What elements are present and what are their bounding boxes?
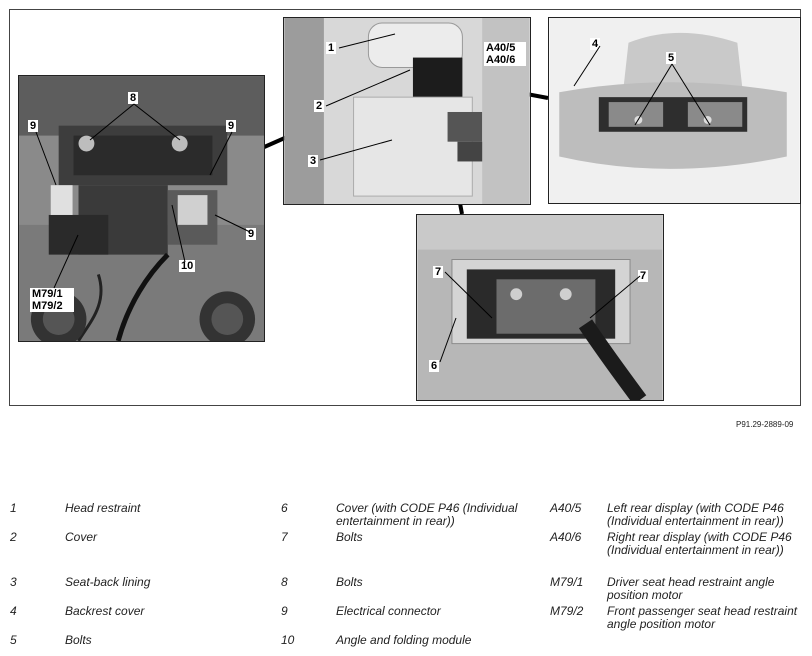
legend-desc: Cover bbox=[65, 530, 98, 544]
photo-backrest-cover bbox=[548, 17, 801, 204]
callout-6: 6 bbox=[429, 360, 440, 372]
callout-9c: 9 bbox=[246, 228, 257, 240]
callout-7a: 7 bbox=[433, 266, 444, 278]
photo-display-cover bbox=[416, 214, 664, 401]
callout-8: 8 bbox=[128, 92, 139, 104]
legend-num: 9 bbox=[281, 604, 288, 618]
legend-num: 4 bbox=[10, 604, 17, 618]
callout-3: 3 bbox=[308, 155, 319, 167]
legend-num: 10 bbox=[281, 633, 295, 647]
legend-desc: Backrest cover bbox=[65, 604, 145, 618]
legend-num: M79/2 bbox=[550, 604, 584, 618]
callout-9a: 9 bbox=[28, 120, 39, 132]
legend-num: 3 bbox=[10, 575, 17, 589]
legend-desc: Bolts bbox=[65, 633, 92, 647]
legend-num: 5 bbox=[10, 633, 17, 647]
legend-desc: Left rear display (with CODE P46 (Indivi… bbox=[607, 501, 784, 528]
callout-5: 5 bbox=[666, 52, 677, 64]
legend-desc: Angle and folding module bbox=[336, 633, 472, 647]
callout-4: 4 bbox=[590, 38, 601, 50]
legend-num: 7 bbox=[281, 530, 288, 544]
legend-desc: Driver seat head restraint angle positio… bbox=[607, 575, 775, 602]
callout-a40: A40/5 A40/6 bbox=[484, 42, 526, 66]
legend-desc: Head restraint bbox=[65, 501, 141, 515]
callout-10: 10 bbox=[179, 260, 196, 272]
legend-desc: Seat-back lining bbox=[65, 575, 151, 589]
callout-2: 2 bbox=[314, 100, 325, 112]
callout-m79: M79/1 M79/2 bbox=[30, 288, 74, 312]
legend-desc: Bolts bbox=[336, 575, 363, 589]
legend-num: A40/5 bbox=[550, 501, 582, 515]
legend-num: A40/6 bbox=[550, 530, 582, 544]
legend-desc: Right rear display (with CODE P46 (Indiv… bbox=[607, 530, 792, 557]
callout-7b: 7 bbox=[638, 270, 649, 282]
figure-code: P91.29-2889-09 bbox=[736, 420, 794, 429]
legend-desc: Front passenger seat head restraint angl… bbox=[607, 604, 798, 631]
legend-desc: Cover (with CODE P46 (Individual enterta… bbox=[336, 501, 518, 528]
legend-num: 2 bbox=[10, 530, 17, 544]
legend-desc: Bolts bbox=[336, 530, 363, 544]
legend: 1 Head restraint 2 Cover 3 Seat-back lin… bbox=[0, 498, 812, 656]
callout-1: 1 bbox=[326, 42, 337, 54]
legend-num: 1 bbox=[10, 501, 17, 515]
legend-num: M79/1 bbox=[550, 575, 584, 589]
legend-num: 8 bbox=[281, 575, 288, 589]
callout-9b: 9 bbox=[226, 120, 237, 132]
legend-desc: Electrical connector bbox=[336, 604, 441, 618]
legend-num: 6 bbox=[281, 501, 288, 515]
